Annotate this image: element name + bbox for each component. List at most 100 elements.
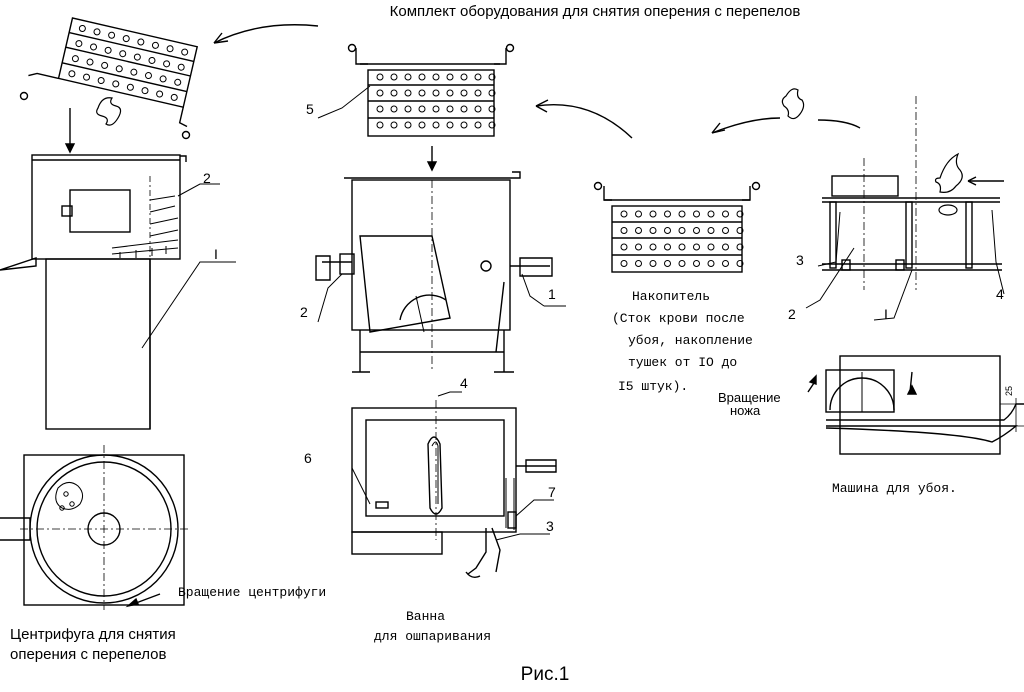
rack-hole [78,24,86,32]
rack-hole [488,89,496,97]
rack-hole [177,63,185,71]
rack-hole [664,243,671,251]
centrifuge-callout-I: I [214,246,218,262]
rack-hole [678,243,686,251]
rack-hole [620,243,628,251]
rack-hole [112,80,120,88]
rack-hole [404,73,412,81]
accumulator-rack-holes [620,210,744,267]
bath-side-view [315,171,553,373]
rack-hole [170,93,178,101]
rack-hole [376,121,384,129]
bath-callout-4: 4 [460,375,468,391]
flow-arrow-to-accumulator [711,117,781,134]
centrifuge-caption-line2: оперения с перепелов [10,646,167,663]
rack-hole [460,105,468,113]
rack-hole [635,260,642,267]
knife-dimension: 25 [1004,385,1014,396]
rack-hole [159,75,167,83]
rack-hole [390,121,398,129]
rack-hole [432,89,440,97]
rack-hole [474,73,482,81]
accumulator-line3: убоя, накопление [628,333,753,348]
rack-hole [376,89,384,97]
rack-hole [664,227,671,234]
rack-hole [166,45,174,53]
rack-hole [635,243,642,251]
rack-hole [474,89,482,97]
rack-hole [488,105,496,113]
rack-hole [446,89,454,97]
bath-caption-line1: Ванна [406,609,446,624]
rack-hole [678,260,686,267]
rack-hole [108,31,116,39]
rack-hole [181,48,189,56]
rack-hole [390,73,398,81]
rack-hole [446,121,454,129]
centrifuge-callout-2: 2 [203,170,211,186]
rack-hole [649,227,657,234]
feather-icon [96,97,122,126]
feather-icon [934,152,963,216]
rack-hole [104,46,112,54]
rack-hole [707,243,715,251]
bath-callout-1: 1 [548,286,556,302]
rack-hole [722,243,729,251]
accumulator-line2: (Сток крови после [612,311,745,326]
rack-hole [446,73,454,81]
rack-hole [446,105,454,113]
rack-hole [376,105,384,113]
rack-hole [390,105,398,113]
bath-caption-line2: для ошпаривания [374,629,492,644]
rack-hole [460,89,468,97]
slaughter-machine-side-view [822,96,1002,290]
figure-caption: Рис.1 [520,664,570,685]
rack-hole [163,60,171,68]
rack-hole [693,210,700,218]
flow-arrow-to-centrifuge [213,24,319,44]
bath-callout-5: 5 [306,101,314,117]
centrifuge-top-view [0,445,190,610]
rack-hole [736,260,744,267]
tilted-rack [19,17,199,140]
machine-callout-I: I [884,306,888,322]
flow-arrows [213,24,1004,186]
knife-rotation-line2: ножа [730,403,761,418]
accumulator-line4: тушек от IO до [628,355,738,370]
knife-detail [825,355,1024,455]
rack-hole [151,41,159,49]
rack-hole [404,89,412,97]
rack-hole [693,260,700,267]
tilted-rack-holes [68,24,189,101]
rack-hole [97,77,105,85]
rack-hole [707,260,715,267]
rack-hole [722,260,729,267]
bath-callout-2: 2 [300,304,308,320]
rack-hole [736,243,744,251]
accumulator-line5: I5 штук). [618,379,689,394]
rack-hole [474,121,482,129]
rack-hole [432,73,440,81]
centrifuge-side-view [0,154,187,430]
rack-hole [404,105,412,113]
feather-icon [781,88,805,120]
rack-hole [148,56,156,64]
rack-hole [86,58,94,66]
rack-hole [722,227,729,234]
rack-hole [133,53,141,61]
rack-hole [620,227,628,234]
rack-hole [418,89,426,97]
accumulator-title: Накопитель [632,289,711,304]
rack-hole [649,210,657,218]
rack-hole [126,83,134,91]
accumulator-rack [593,181,761,273]
rack-hole [93,28,101,36]
centrifuge-caption-line1: Центрифуга для снятия [10,626,176,643]
rack-hole [137,38,145,46]
rack-hole [693,227,700,234]
rack-hole [693,243,700,251]
rack-hole [141,87,149,95]
rack-hole [474,105,482,113]
rack-hole [101,61,109,69]
